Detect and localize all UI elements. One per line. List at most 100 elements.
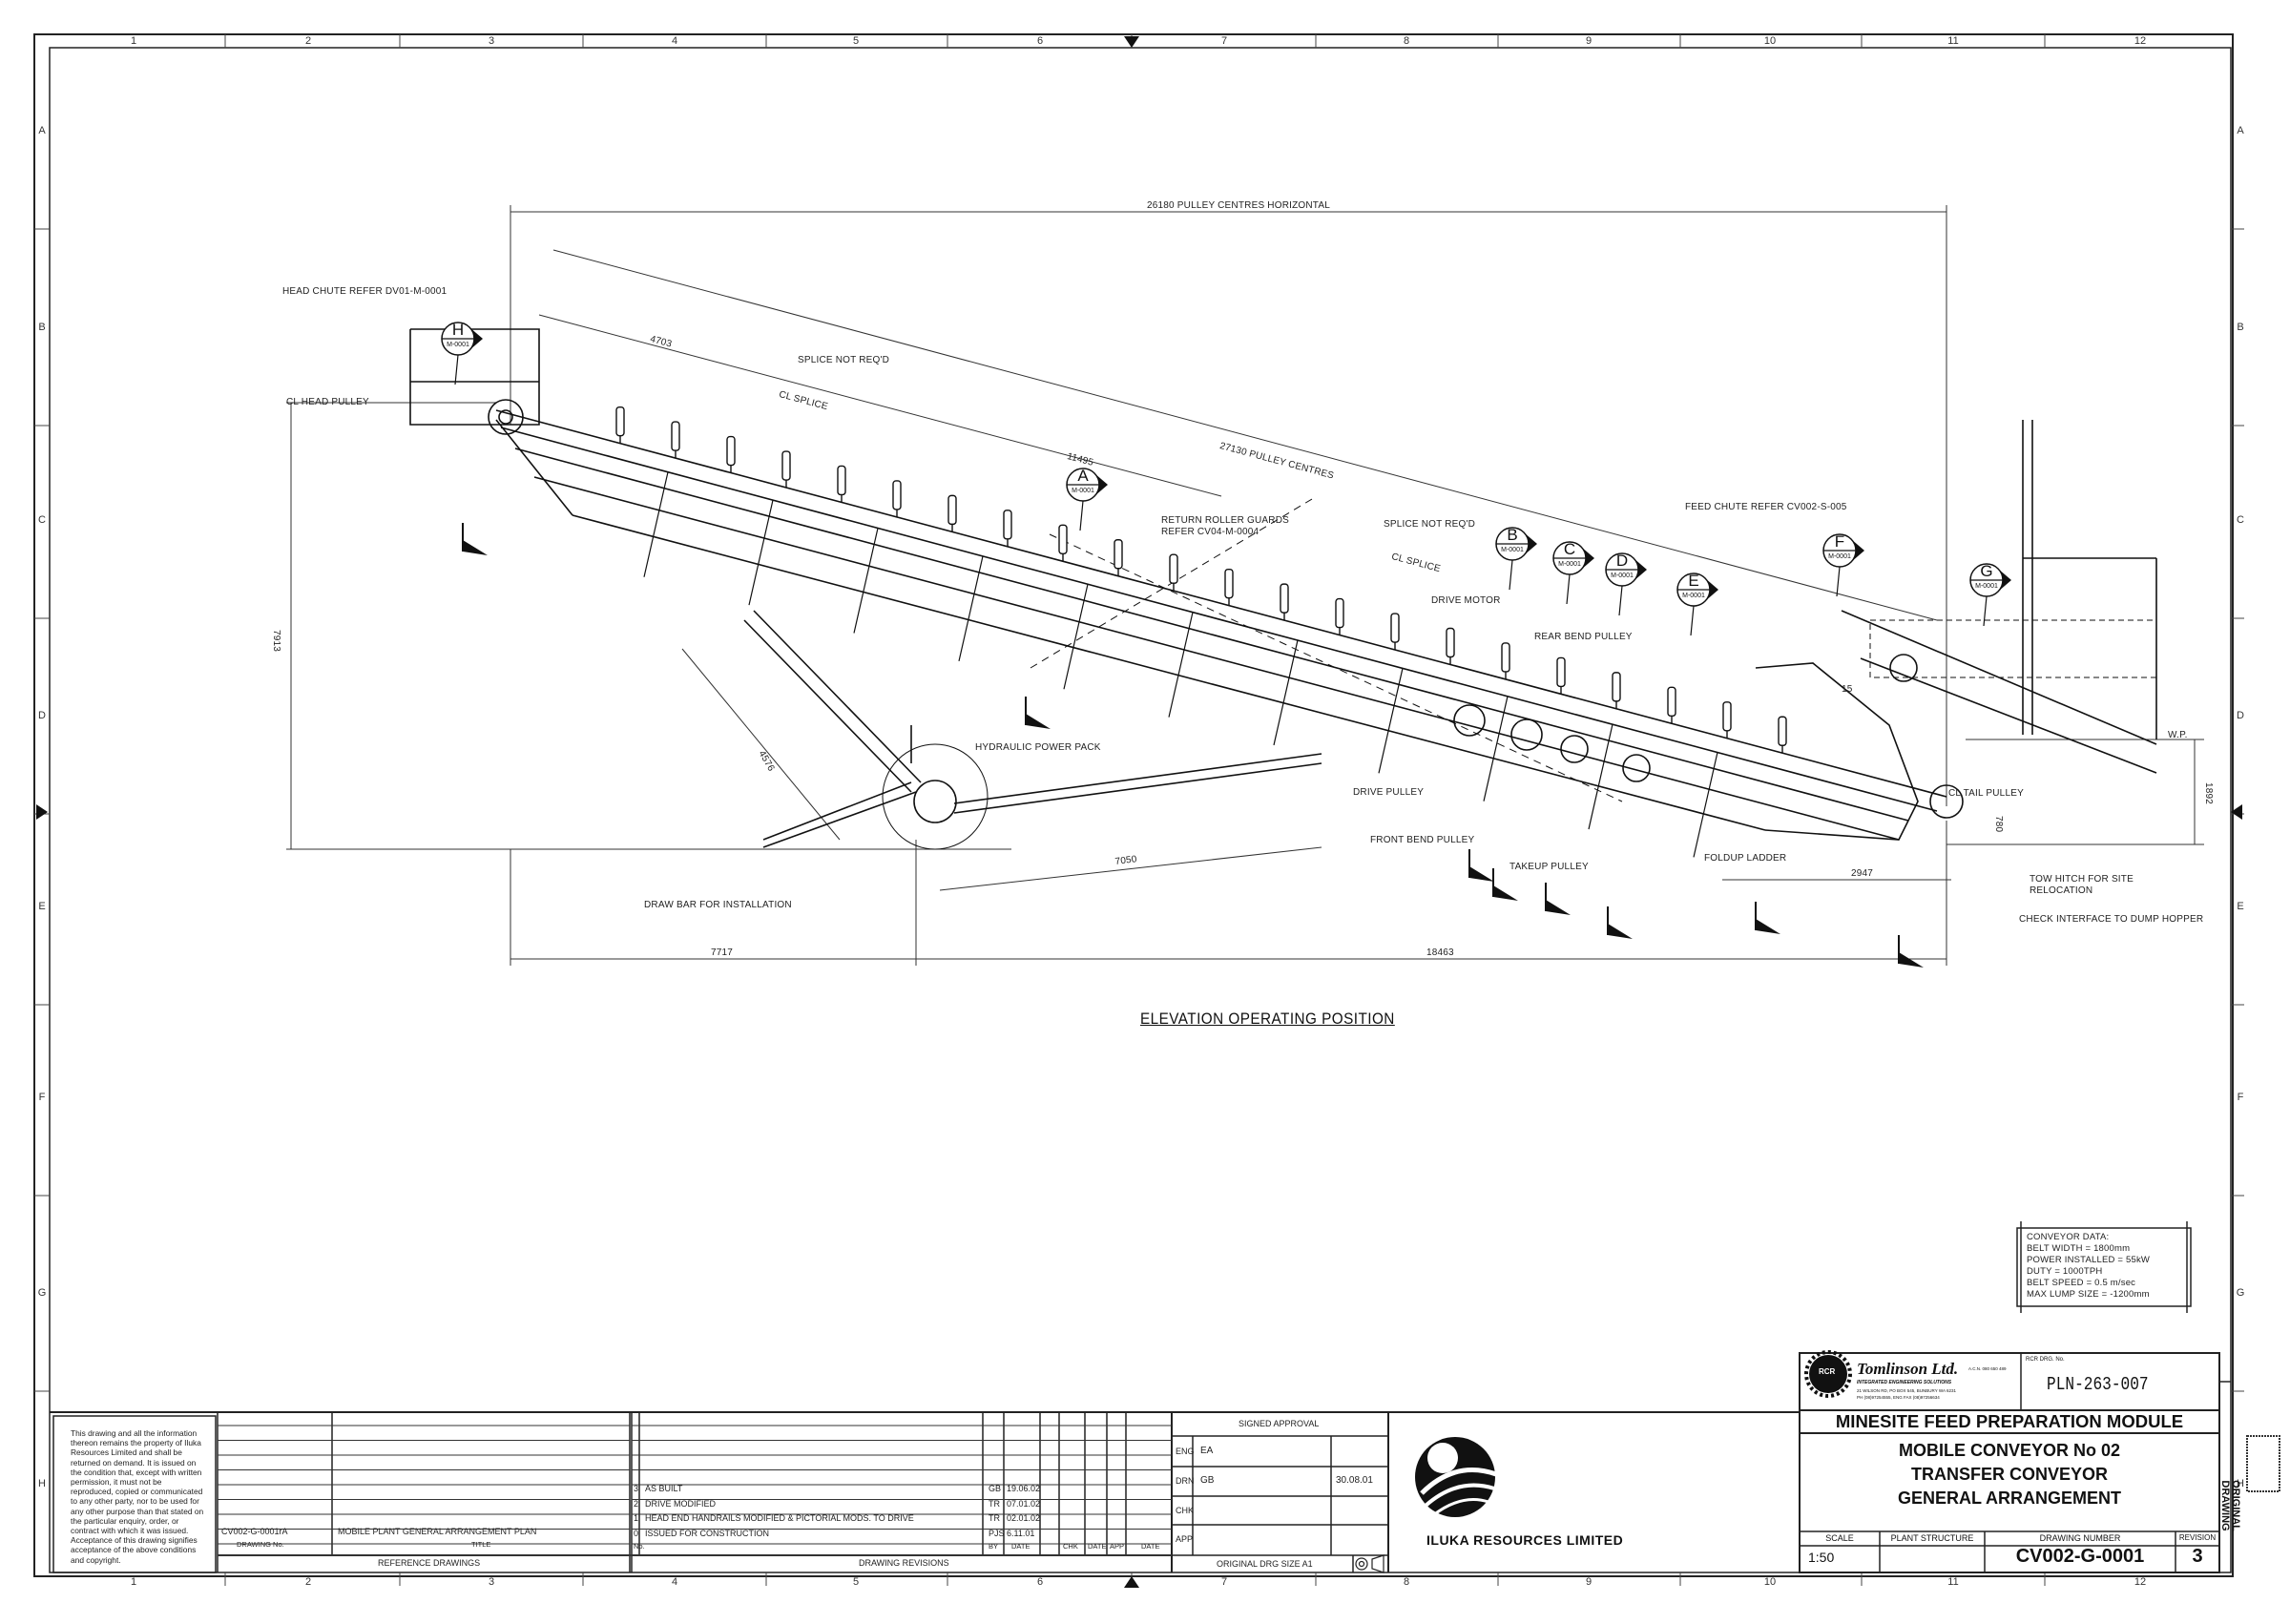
conveyor-data-line: MAX LUMP SIZE = -1200mm: [2027, 1289, 2150, 1300]
conveyor-data-frame: [2016, 1221, 2192, 1313]
project-name: MINESITE FEED PREPARATION MODULE: [1835, 1411, 2184, 1431]
rcr-gear-logo-icon: [1804, 1350, 1852, 1398]
idler-icon: [1722, 701, 1732, 739]
consultant-phone: PH (08)97254555, ENG FAX (08)97256634: [1857, 1395, 1940, 1400]
revision-description: ISSUED FOR CONSTRUCTION: [645, 1528, 770, 1538]
callout-letter: A: [1077, 467, 1089, 485]
section-arrow-icon: [1468, 849, 1494, 882]
section-arrow-icon: [462, 523, 488, 555]
rcr-drg-label: RCR DRG. No.: [2026, 1357, 2065, 1363]
idler-icon: [726, 435, 736, 473]
callout-letter: G: [1980, 562, 1993, 580]
grid-column-label-top: 2: [304, 35, 312, 47]
centre-marks: [36, 36, 2242, 1588]
dim-7717: 7717: [711, 947, 734, 958]
grid-column-label-top: 6: [1036, 35, 1044, 47]
idler-icon: [671, 421, 680, 459]
drn-value: GB: [1200, 1475, 1215, 1486]
conveyor-data-line: POWER INSTALLED = 55kW: [2027, 1255, 2151, 1265]
detail-callout-bubble: [1066, 468, 1108, 531]
label-front-bend-pulley: FRONT BEND PULLEY: [1370, 835, 1475, 845]
ref-col-number: DRAWING No.: [237, 1540, 284, 1549]
idler-icon: [1058, 524, 1068, 562]
label-check-interface: CHECK INTERFACE TO DUMP HOPPER: [2019, 914, 2204, 925]
grid-column-label-bottom: 9: [1585, 1576, 1593, 1588]
idler-icon: [1667, 686, 1676, 724]
idler-icon: [837, 465, 846, 503]
consultant-address: 21 WILSON RD, PO BOX 545, BUNBURY WA 623…: [1857, 1388, 1956, 1393]
dim-pulley-centres-horizontal: 26180 PULLEY CENTRES HORIZONTAL: [1147, 200, 1331, 211]
idler-icon: [892, 480, 902, 517]
idler-icon: [1446, 627, 1455, 665]
label-feed-chute: FEED CHUTE REFER CV002-S-005: [1685, 502, 1847, 512]
chk-label: CHK: [1176, 1506, 1195, 1515]
grid-row-label-right: H: [2237, 1478, 2244, 1489]
label-takeup-pulley: TAKEUP PULLEY: [1509, 862, 1589, 872]
revision-number: 3: [2192, 1546, 2203, 1567]
revision-date: 19.06.02: [1007, 1484, 1041, 1493]
conveyor-structure: [409, 328, 2157, 850]
grid-column-label-top: 10: [1763, 35, 1777, 47]
section-arrow-icon: [1492, 868, 1518, 901]
label-cl-tail-pulley: CL TAIL PULLEY: [1948, 788, 2024, 799]
eng-value: EA: [1200, 1446, 1214, 1456]
idler-icon: [1003, 510, 1012, 547]
grid-column-label-top: 11: [1947, 35, 1959, 47]
section-arrow-icon: [1025, 697, 1051, 729]
grid-column-label-top: 12: [2134, 35, 2147, 47]
drawing-title-line: TRANSFER CONVEYOR: [1910, 1465, 2108, 1484]
revision-date: 02.01.02: [1007, 1513, 1041, 1523]
grid-column-label-bottom: 12: [2134, 1576, 2147, 1588]
consultant-logo-text: RCR: [1819, 1367, 1836, 1376]
view-title: ELEVATION OPERATING POSITION: [1140, 1010, 1395, 1028]
revision-by: TR: [989, 1513, 1000, 1523]
conveyor-data-line: DUTY = 1000TPH: [2027, 1266, 2103, 1277]
callout-ref: M-0001: [1975, 583, 1998, 590]
grid-row-label-right: G: [2236, 1287, 2245, 1299]
idler-icon: [1224, 568, 1234, 606]
truss-posts: [643, 471, 1718, 858]
revision-description: DRIVE MODIFIED: [645, 1498, 717, 1509]
grid-column-label-top: 1: [130, 35, 137, 47]
revision-by: TR: [989, 1498, 1000, 1509]
detail-callout-bubble: [1495, 527, 1537, 591]
callout-ref: M-0001: [1501, 547, 1524, 553]
idler-icon: [1114, 539, 1123, 576]
idler-icon: [1390, 613, 1400, 651]
conveyor-data-line: BELT WIDTH = 1800mm: [2027, 1243, 2131, 1254]
iluka-logo-icon: [1415, 1437, 1497, 1517]
consultant-name: Tomlinson Ltd.: [1857, 1360, 1959, 1378]
section-arrow-icon: [1755, 902, 1780, 934]
idler-icon: [781, 450, 791, 489]
callout-letter: D: [1615, 552, 1629, 570]
drawing-title-line: MOBILE CONVEYOR No 02: [1898, 1441, 2121, 1460]
revision-no: 3: [634, 1484, 639, 1493]
label-return-roller-guards: RETURN ROLLER GUARDS: [1161, 515, 1290, 526]
grid-row-label-right: A: [2237, 125, 2244, 136]
grid-column-label-top: 8: [1403, 35, 1410, 47]
consultant-acn: A.C.N. 080 650 489: [1968, 1366, 2007, 1371]
projection-symbol-icon: [1355, 1554, 1384, 1573]
ref-col-title: TITLE: [471, 1540, 491, 1549]
grid-column-label-top: 9: [1585, 35, 1593, 47]
label-hydraulic-power-pack: HYDRAULIC POWER PACK: [975, 742, 1101, 753]
dimension-lines: [286, 205, 2204, 966]
eng-label: ENG: [1176, 1447, 1195, 1456]
idler-icon: [1335, 597, 1344, 635]
idler-icon: [1556, 656, 1566, 695]
idler-icon: [1280, 583, 1289, 621]
scale-label: SCALE: [1825, 1533, 1854, 1543]
rev-col-chk: CHK: [1063, 1542, 1078, 1551]
label-return-roller-guards-ref: REFER CV04-M-0004: [1161, 527, 1260, 537]
drawing-number-label: DRAWING NUMBER: [2039, 1533, 2121, 1543]
callout-ref: M-0001: [1558, 561, 1581, 568]
label-draw-bar: DRAW BAR FOR INSTALLATION: [644, 900, 792, 910]
scale-value: 1:50: [1808, 1550, 1835, 1565]
rev-col-date3: DATE: [1141, 1542, 1160, 1551]
grid-column-label-top: 7: [1220, 35, 1228, 47]
grid-row-label-right: E: [2237, 901, 2244, 912]
callout-letter: B: [1507, 526, 1518, 544]
detail-callout-bubble: [1822, 533, 1864, 597]
grid-row-label-left: H: [38, 1478, 46, 1489]
ref-drawing-number: CV002-G-0001rA: [221, 1527, 288, 1536]
